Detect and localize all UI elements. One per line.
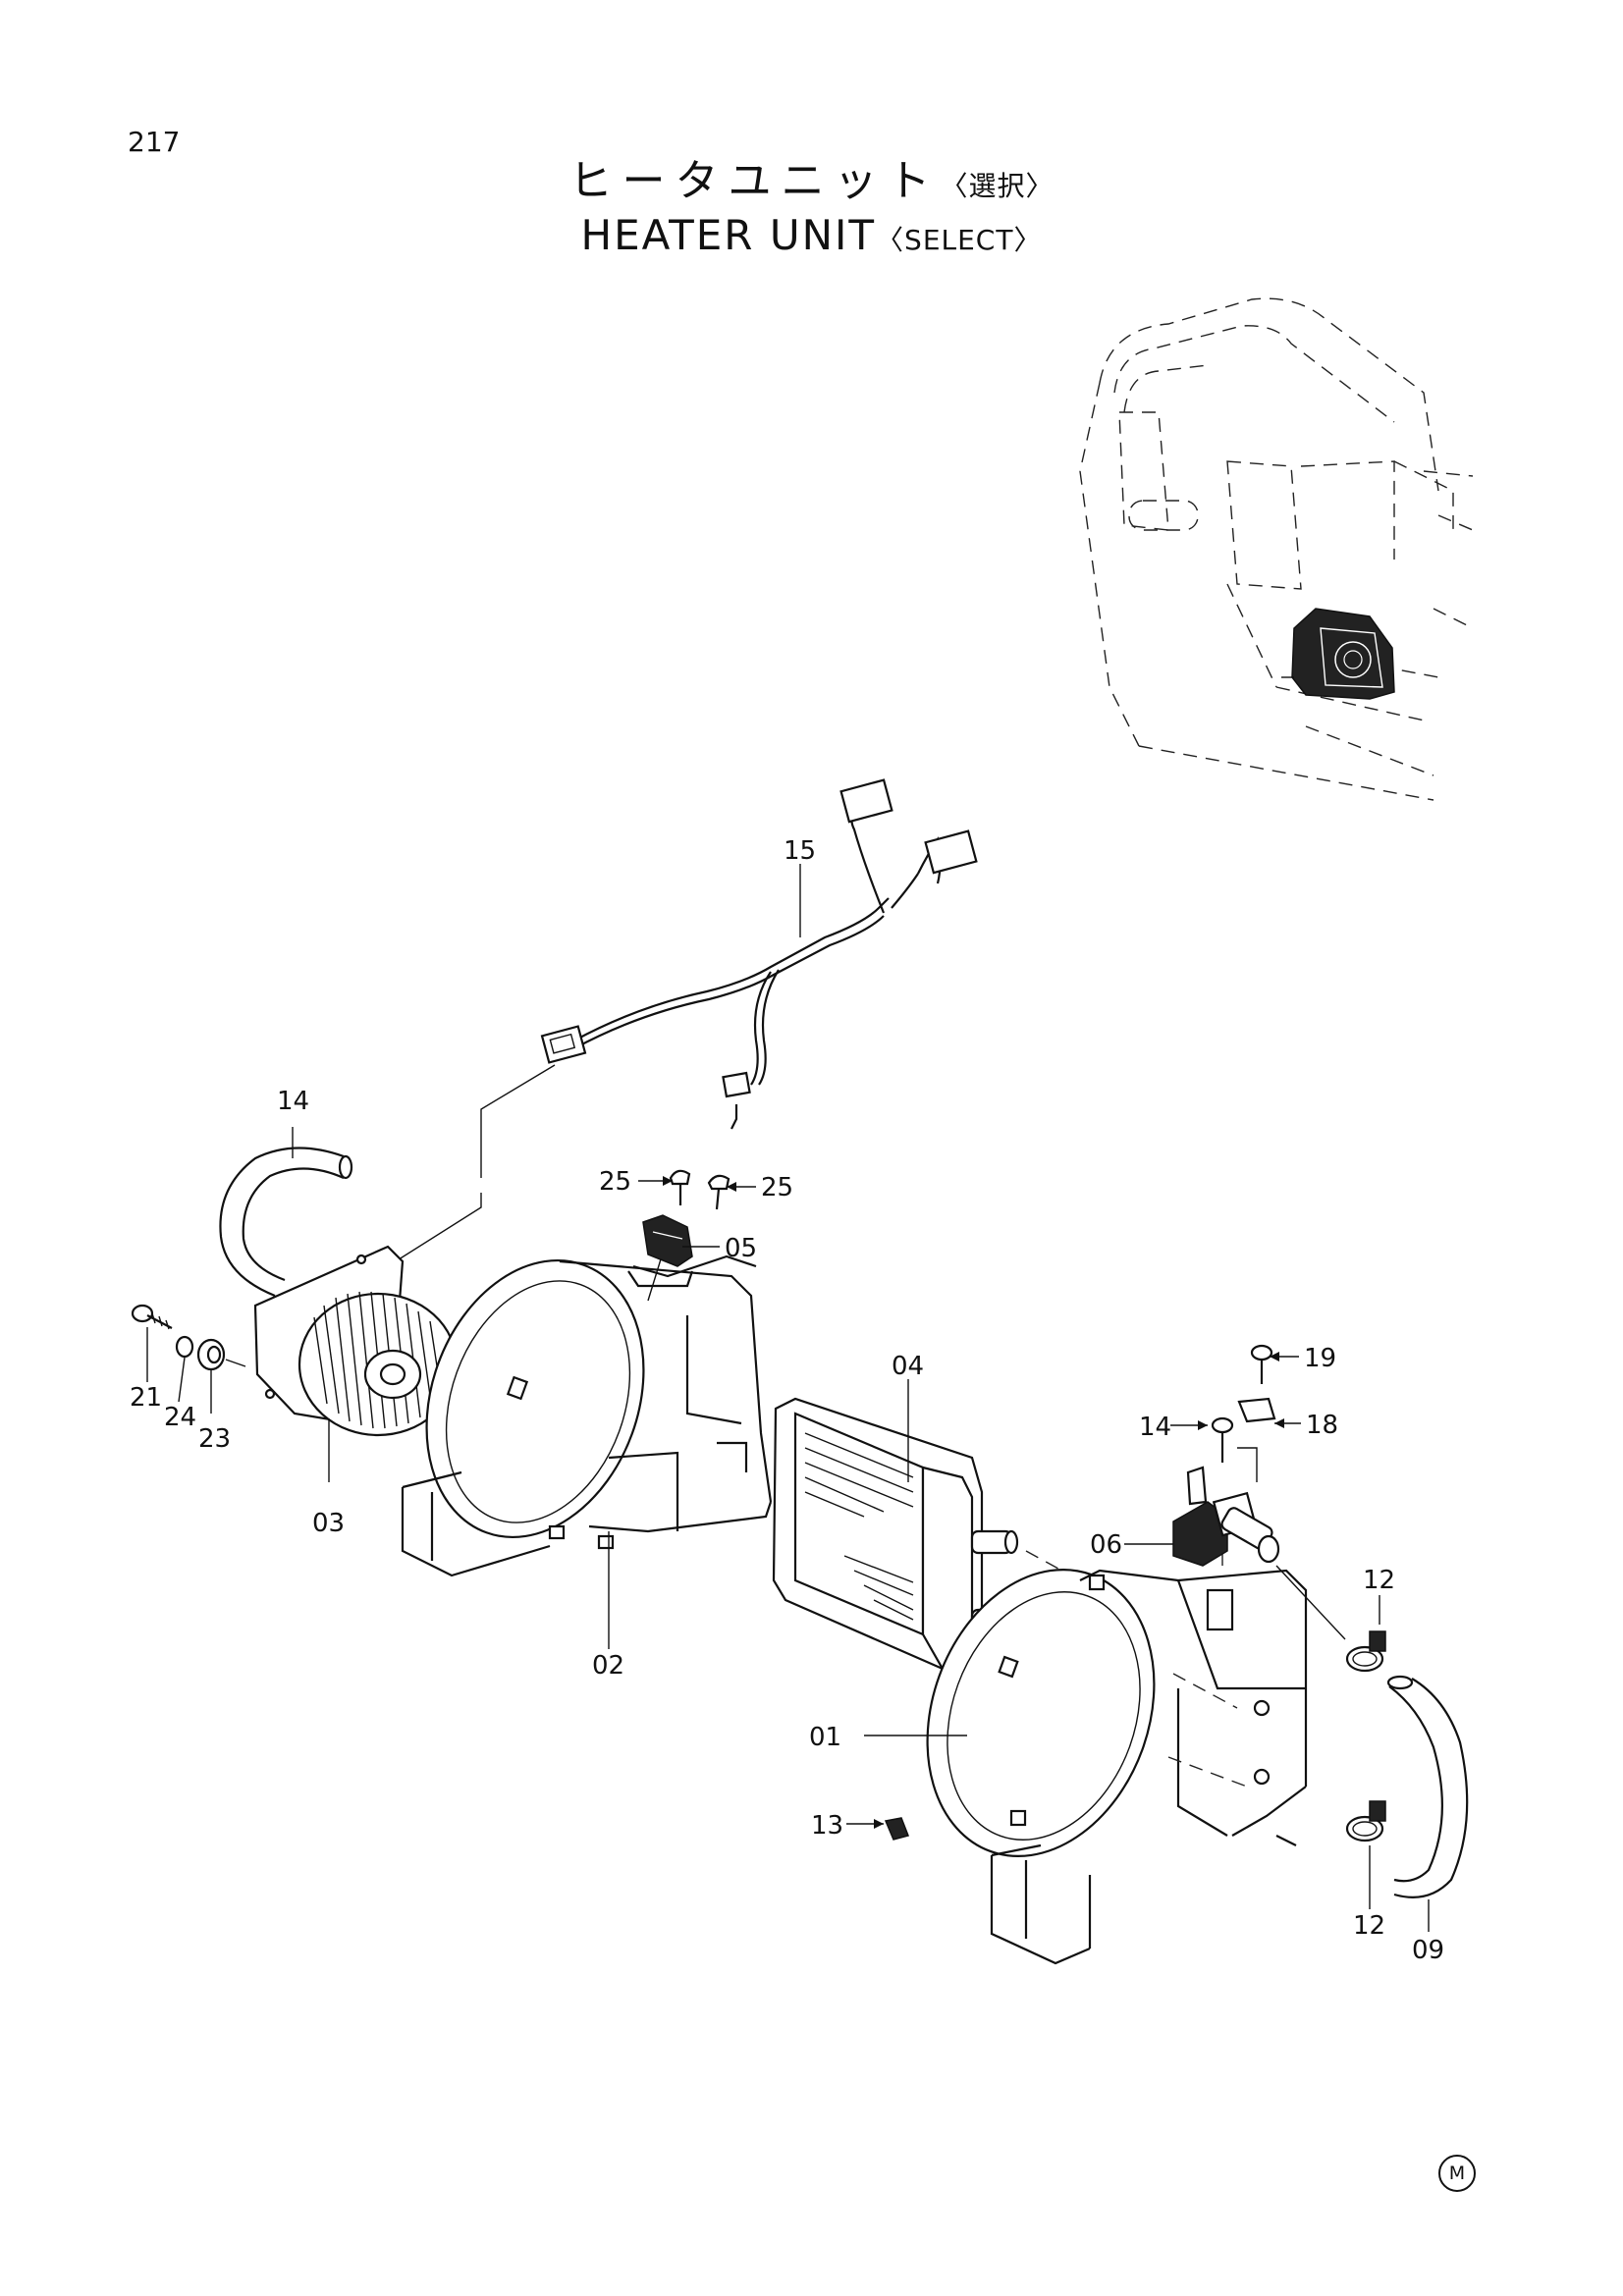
leader-arrowheads	[663, 1176, 1284, 1829]
part-label: 15	[784, 836, 816, 866]
heater-unit-location-marker	[1291, 608, 1395, 700]
part-label: 12	[1353, 1911, 1385, 1941]
harness-connector-left	[540, 1025, 587, 1064]
screw-15	[1211, 1416, 1234, 1463]
part-label: 03	[312, 1509, 345, 1538]
harness-connector-small	[722, 1071, 751, 1098]
bolt-14	[131, 1304, 173, 1330]
part-label: 21	[130, 1383, 162, 1413]
hose-clamp-upper	[1345, 1630, 1386, 1673]
water-valve	[1172, 1447, 1280, 1567]
part-label: 19	[1304, 1344, 1336, 1373]
part-label: 14	[277, 1087, 309, 1116]
part-label: 14	[1139, 1413, 1171, 1442]
core-pipe-upper	[970, 1529, 1019, 1555]
part-label: 24	[164, 1403, 196, 1432]
title-english: HEATER UNIT〈SELECT〉	[0, 211, 1623, 259]
part-label: 06	[1090, 1530, 1122, 1560]
title-en-sub: 〈SELECT〉	[876, 224, 1043, 256]
part-label: 23	[198, 1424, 231, 1454]
part-number-labels: 15 14 25 25 05 04 19 14 18 06 12 01 13 1…	[130, 836, 1444, 1965]
page-number: 217	[128, 126, 181, 158]
hose-clamp-lower	[1345, 1800, 1386, 1842]
grommet-21	[196, 1338, 226, 1371]
title-jp-main: ヒータユニット	[568, 156, 941, 206]
washer-22	[175, 1335, 194, 1359]
part-label: 13	[811, 1811, 843, 1841]
wiring-harness	[387, 778, 978, 1267]
part-label: 02	[592, 1651, 624, 1681]
part-label: 09	[1412, 1936, 1444, 1965]
clip-18	[1237, 1397, 1276, 1423]
screw-25-right	[707, 1174, 730, 1210]
harness-connector-top	[839, 778, 893, 824]
title-en-main: HEATER UNIT	[580, 211, 877, 259]
harness-connector-right	[924, 829, 978, 875]
clip-13	[884, 1817, 910, 1841]
hose-09	[1386, 1675, 1469, 1898]
part-label: 01	[809, 1723, 841, 1752]
part-label: 18	[1306, 1411, 1338, 1440]
title-japanese: ヒータユニット〈選択〉	[0, 145, 1623, 208]
title-jp-sub: 〈選択〉	[940, 170, 1055, 202]
screw-25-left	[669, 1169, 691, 1205]
fan-housing	[401, 1236, 773, 1577]
heater-case	[926, 1522, 1308, 1965]
part-label: 12	[1363, 1566, 1395, 1595]
leader-lines	[146, 864, 1430, 1932]
screw-19	[1250, 1344, 1273, 1384]
part-label: 25	[761, 1173, 793, 1202]
blower-fan-motor	[253, 1245, 459, 1437]
part-label: 04	[892, 1352, 924, 1381]
resistor-05	[642, 1214, 693, 1267]
manufacturer-mark: M	[1438, 2155, 1476, 2192]
hose-23	[219, 1147, 353, 1298]
part-label: 25	[599, 1167, 631, 1197]
cab-locator-illustration	[1079, 297, 1474, 801]
part-label: 05	[725, 1234, 757, 1263]
